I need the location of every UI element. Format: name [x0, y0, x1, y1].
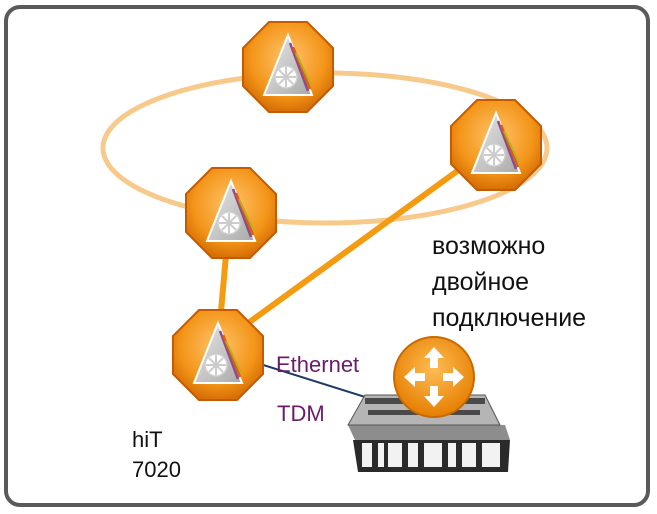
network-node-icon — [242, 21, 334, 113]
note-line: возможно — [432, 232, 546, 260]
device-label: hiT 7020 — [132, 425, 181, 485]
network-node-icon — [185, 167, 277, 259]
dual-homing-link — [216, 142, 495, 348]
note-line: двойное — [432, 268, 530, 296]
diagram-frame — [4, 5, 650, 507]
router-icon — [393, 336, 475, 418]
network-node-icon — [450, 99, 542, 191]
dual-connection-note: возможно двойное подключение — [432, 228, 586, 336]
device-label-line: 7020 — [132, 457, 181, 482]
network-node-icon — [172, 309, 264, 401]
tdm-label: TDM — [277, 401, 325, 426]
note-line: подключение — [432, 304, 587, 332]
ethernet-label: Ethernet — [276, 352, 360, 377]
device-label-line: hiT — [132, 427, 163, 452]
